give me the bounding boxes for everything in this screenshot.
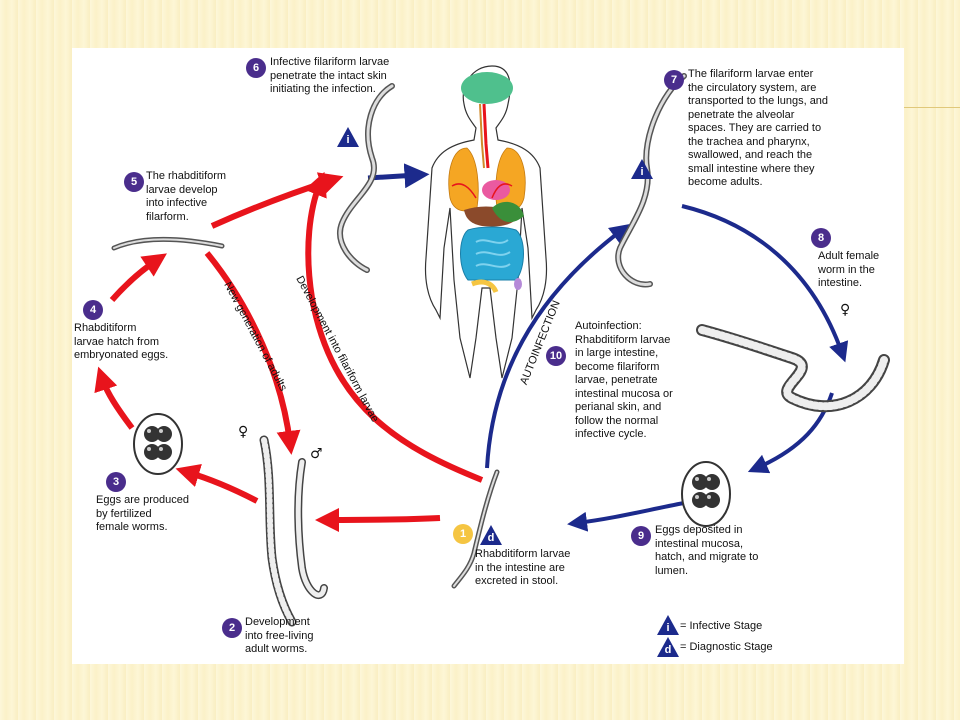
stage-5-badge: 5 bbox=[124, 172, 144, 192]
infective-stage-icon-7: i bbox=[630, 158, 654, 180]
stage-4-label: Rhabditiform larvae hatch from embryonat… bbox=[74, 322, 169, 361]
arrow-autoinfection bbox=[485, 223, 630, 469]
arrow-3-to-4 bbox=[94, 366, 135, 430]
stage-2-label: Development into free-living adult worms… bbox=[245, 616, 314, 655]
legend-diagnostic-label: = Diagnostic Stage bbox=[680, 641, 773, 653]
stage-8-label: Adult female worm in the intestine. bbox=[818, 250, 880, 289]
arrow-filariform-development bbox=[304, 171, 484, 483]
stage-10-label: Autoinfection: Rhabditiform larvae in la… bbox=[575, 320, 673, 440]
male-symbol: ♂ bbox=[310, 446, 323, 462]
filariform-larva-7 bbox=[615, 73, 687, 288]
rhabditiform-larva-1 bbox=[451, 469, 500, 589]
stage-4-badge: 4 bbox=[83, 300, 103, 320]
stage-10-badge: 10 bbox=[546, 346, 566, 366]
arrow-1-to-2 bbox=[315, 507, 441, 532]
arrow-4-to-5 bbox=[109, 253, 167, 302]
arrow-9-to-1 bbox=[567, 501, 685, 532]
decorative-line bbox=[904, 107, 960, 108]
human-body-illustration bbox=[424, 65, 548, 379]
legend-infective-label: = Infective Stage bbox=[680, 620, 763, 632]
stage-7-badge: 7 bbox=[664, 70, 684, 90]
legend-infective-icon: i bbox=[656, 614, 680, 636]
stage-1-badge: 1 bbox=[453, 524, 473, 544]
stage-6-badge: 6 bbox=[246, 58, 266, 78]
arrow-6-to-body bbox=[367, 163, 430, 189]
stage-3-badge: 3 bbox=[106, 472, 126, 492]
adult-female-worm-free-living bbox=[259, 435, 297, 627]
egg-stage-3 bbox=[133, 413, 183, 475]
stage-3-label: Eggs are produced by fertilized female w… bbox=[96, 494, 189, 533]
infective-stage-icon-6: i bbox=[336, 126, 360, 148]
adult-male-worm-free-living bbox=[294, 458, 328, 599]
stage-5-label: The rhabditiform larvae develop into inf… bbox=[146, 170, 227, 223]
adult-female-worm-intestine bbox=[696, 324, 890, 413]
rhabditiform-larva-5 bbox=[111, 237, 225, 251]
female-symbol: ♀ bbox=[238, 424, 249, 440]
filariform-larva-6 bbox=[337, 83, 395, 273]
legend-diagnostic-icon: d bbox=[656, 636, 680, 658]
arrow-7-to-8 bbox=[681, 204, 849, 363]
egg-stage-9 bbox=[681, 461, 731, 527]
stage-9-label: Eggs deposited in intestinal mucosa, hat… bbox=[655, 524, 759, 577]
arrow-2-to-3 bbox=[175, 463, 259, 504]
stage-9-badge: 9 bbox=[631, 526, 651, 546]
stage-1-label: Rhabditiform larvae in the intestine are… bbox=[475, 548, 571, 587]
diagnostic-stage-icon: d bbox=[479, 524, 503, 546]
arrow-new-generation bbox=[204, 251, 301, 455]
stage-6-label: Infective filariform larvae penetrate th… bbox=[270, 56, 390, 95]
female-symbol-intestine: ♀ bbox=[840, 302, 851, 318]
stage-2-badge: 2 bbox=[222, 618, 242, 638]
stage-7-label: The filariform larvae enter the circulat… bbox=[688, 68, 829, 188]
life-cycle-diagram bbox=[94, 65, 890, 627]
stage-8-badge: 8 bbox=[811, 228, 831, 248]
